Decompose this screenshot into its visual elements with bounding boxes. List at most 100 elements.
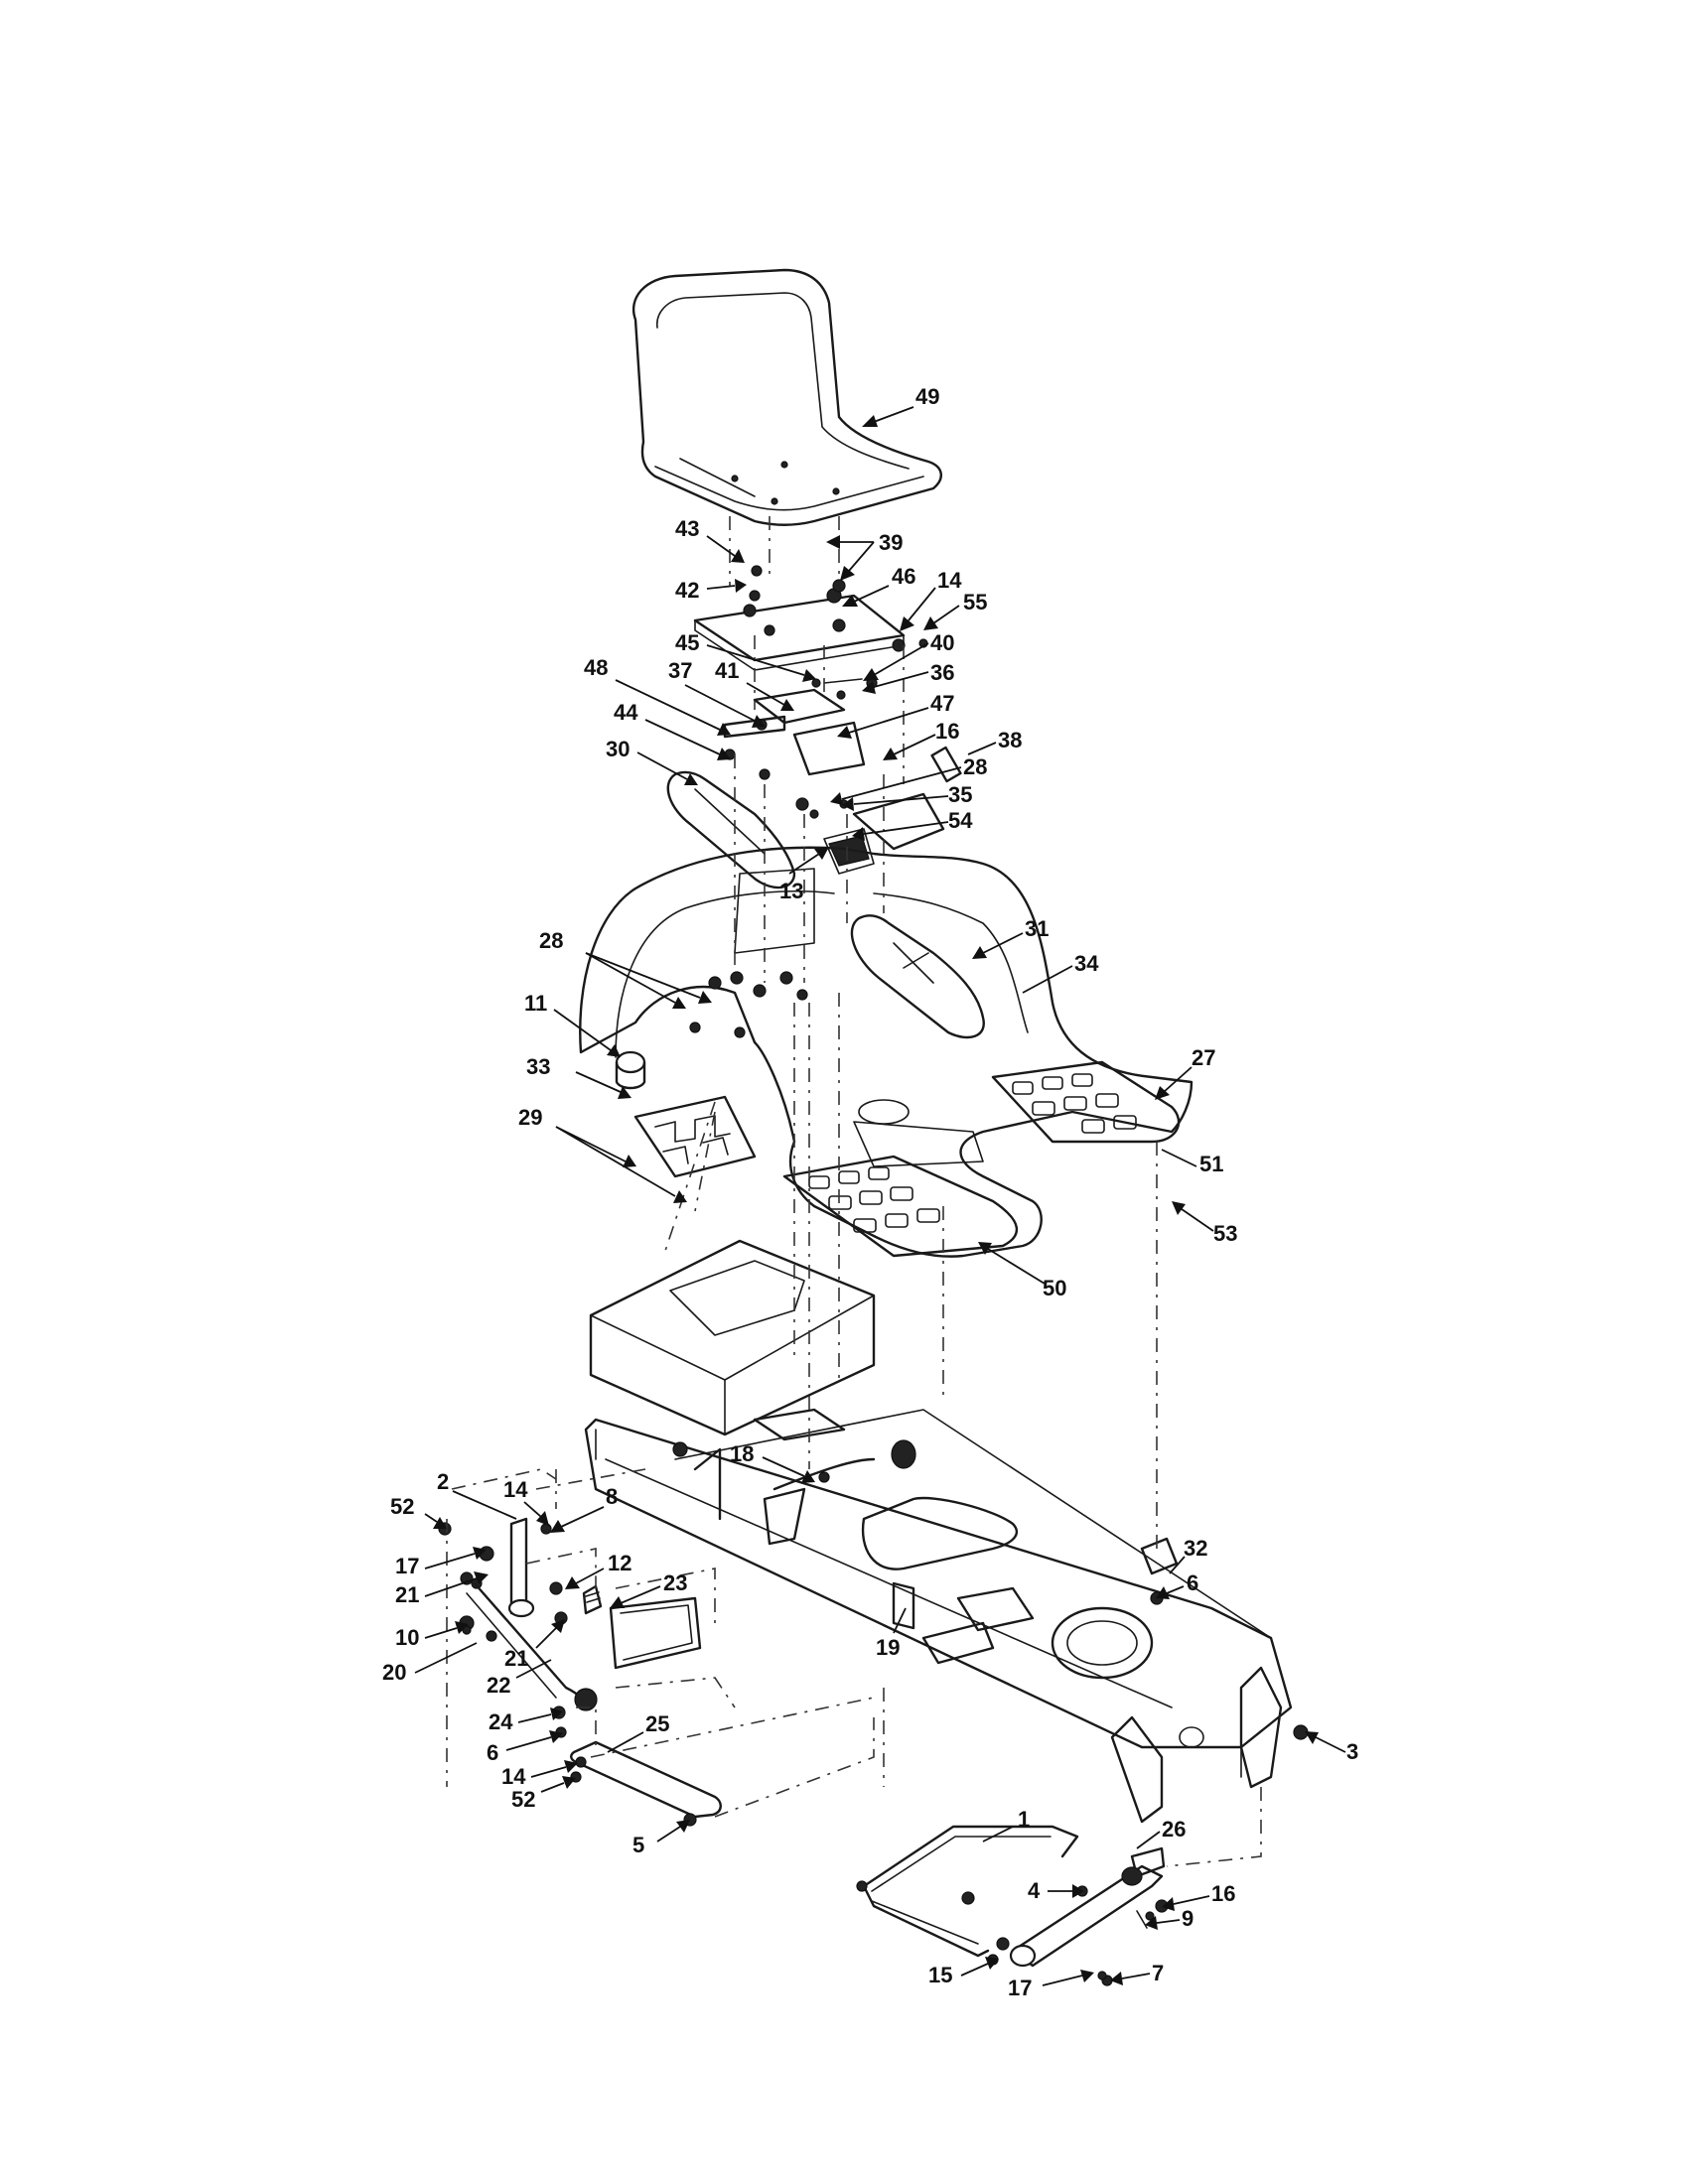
svg-text:21: 21 xyxy=(395,1582,419,1607)
draw-bar-part xyxy=(856,1825,1079,1958)
svg-text:23: 23 xyxy=(663,1570,687,1595)
axle-bracket-part xyxy=(987,1846,1169,1986)
callout-50: 50 xyxy=(978,1242,1066,1300)
frame-details xyxy=(672,1408,1179,1665)
svg-text:53: 53 xyxy=(1213,1221,1237,1246)
svg-text:33: 33 xyxy=(526,1054,550,1079)
callout-24: 24 xyxy=(489,1707,563,1734)
svg-text:44: 44 xyxy=(614,700,638,725)
svg-text:35: 35 xyxy=(948,782,972,807)
svg-text:16: 16 xyxy=(935,719,959,744)
callout-3: 3 xyxy=(1305,1731,1358,1764)
callout-40: 40 xyxy=(863,630,954,681)
callout-29: 29 xyxy=(518,1105,687,1203)
callout-48: 48 xyxy=(584,655,731,736)
svg-text:16: 16 xyxy=(1211,1881,1235,1906)
svg-text:28: 28 xyxy=(963,754,987,779)
svg-text:2: 2 xyxy=(437,1469,449,1494)
svg-text:17: 17 xyxy=(1008,1976,1032,2000)
svg-text:43: 43 xyxy=(675,516,699,541)
callout-51: 51 xyxy=(1161,1149,1223,1176)
callout-35: 35 xyxy=(842,782,972,811)
svg-text:12: 12 xyxy=(608,1551,632,1575)
callout-31: 31 xyxy=(972,916,1049,959)
svg-text:10: 10 xyxy=(395,1625,419,1650)
fender-insert-right-part xyxy=(850,914,985,1039)
svg-text:40: 40 xyxy=(930,630,954,655)
footrest-left-part xyxy=(782,1155,1019,1258)
callout-5: 5 xyxy=(632,1820,690,1857)
callout-46: 46 xyxy=(842,564,915,607)
svg-text:14: 14 xyxy=(937,568,962,593)
svg-text:38: 38 xyxy=(998,728,1022,752)
callout-36: 36 xyxy=(862,660,954,694)
svg-text:5: 5 xyxy=(632,1833,644,1857)
callout-6-left: 6 xyxy=(487,1730,563,1765)
callout-25: 25 xyxy=(607,1711,669,1753)
svg-text:19: 19 xyxy=(876,1635,900,1660)
callout-18: 18 xyxy=(730,1441,815,1483)
seat-bracket-assembly xyxy=(693,565,962,875)
svg-text:24: 24 xyxy=(489,1709,513,1734)
callout-33: 33 xyxy=(526,1054,632,1099)
callout-34: 34 xyxy=(1022,951,1099,994)
callout-14-top: 14 xyxy=(900,568,962,631)
svg-text:34: 34 xyxy=(1074,951,1099,976)
callout-10: 10 xyxy=(395,1621,469,1650)
callout-9: 9 xyxy=(1145,1906,1193,1931)
callout-8: 8 xyxy=(550,1484,618,1533)
callout-14-left: 14 xyxy=(503,1477,549,1526)
height-adjust-plate-part xyxy=(633,1095,757,1178)
callout-55: 55 xyxy=(923,590,987,630)
callout-45: 45 xyxy=(675,630,816,682)
callout-21-bottom: 21 xyxy=(504,1619,565,1671)
svg-text:4: 4 xyxy=(1028,1878,1041,1903)
callout-39: 39 xyxy=(826,530,903,581)
svg-text:9: 9 xyxy=(1182,1906,1193,1931)
svg-text:17: 17 xyxy=(395,1554,419,1578)
svg-text:54: 54 xyxy=(948,808,973,833)
callout-16-bottom: 16 xyxy=(1162,1881,1235,1911)
svg-text:13: 13 xyxy=(779,879,803,903)
callout-52-bottom: 52 xyxy=(511,1776,576,1812)
svg-text:45: 45 xyxy=(675,630,699,655)
svg-text:52: 52 xyxy=(390,1494,414,1519)
callout-6-right: 6 xyxy=(1156,1570,1198,1599)
callout-13: 13 xyxy=(779,847,829,903)
callout-28-mid: 28 xyxy=(539,928,712,1009)
callout-41: 41 xyxy=(715,658,794,711)
callout-7: 7 xyxy=(1110,1961,1164,1985)
main-frame-part xyxy=(584,1239,1309,1824)
svg-text:41: 41 xyxy=(715,658,739,683)
svg-text:21: 21 xyxy=(504,1646,528,1671)
callout-21-top: 21 xyxy=(395,1571,489,1607)
callout-19: 19 xyxy=(876,1607,907,1660)
callout-4: 4 xyxy=(1028,1878,1084,1903)
lift-link-part xyxy=(570,1740,722,1827)
callout-16-top: 16 xyxy=(883,719,959,760)
callout-26: 26 xyxy=(1136,1817,1186,1849)
callout-20: 20 xyxy=(382,1642,478,1685)
svg-text:14: 14 xyxy=(501,1764,526,1789)
callouts: 49 43 39 42 46 14 xyxy=(382,384,1358,2000)
svg-text:1: 1 xyxy=(1018,1807,1030,1832)
callout-37: 37 xyxy=(668,658,766,728)
svg-text:49: 49 xyxy=(915,384,939,409)
callout-11: 11 xyxy=(524,991,621,1057)
svg-text:50: 50 xyxy=(1043,1276,1066,1300)
svg-text:18: 18 xyxy=(730,1441,754,1466)
callout-47: 47 xyxy=(837,691,954,739)
svg-text:37: 37 xyxy=(668,658,692,683)
svg-text:6: 6 xyxy=(1187,1570,1198,1595)
svg-text:30: 30 xyxy=(606,737,630,761)
svg-text:22: 22 xyxy=(487,1673,510,1698)
callout-43: 43 xyxy=(675,516,745,563)
spring-part xyxy=(582,1584,603,1615)
callout-14-bottom: 14 xyxy=(501,1760,578,1789)
callout-49: 49 xyxy=(862,384,939,427)
callout-22: 22 xyxy=(487,1659,552,1698)
seat-part xyxy=(632,268,942,526)
svg-text:27: 27 xyxy=(1192,1045,1215,1070)
svg-text:28: 28 xyxy=(539,928,563,953)
